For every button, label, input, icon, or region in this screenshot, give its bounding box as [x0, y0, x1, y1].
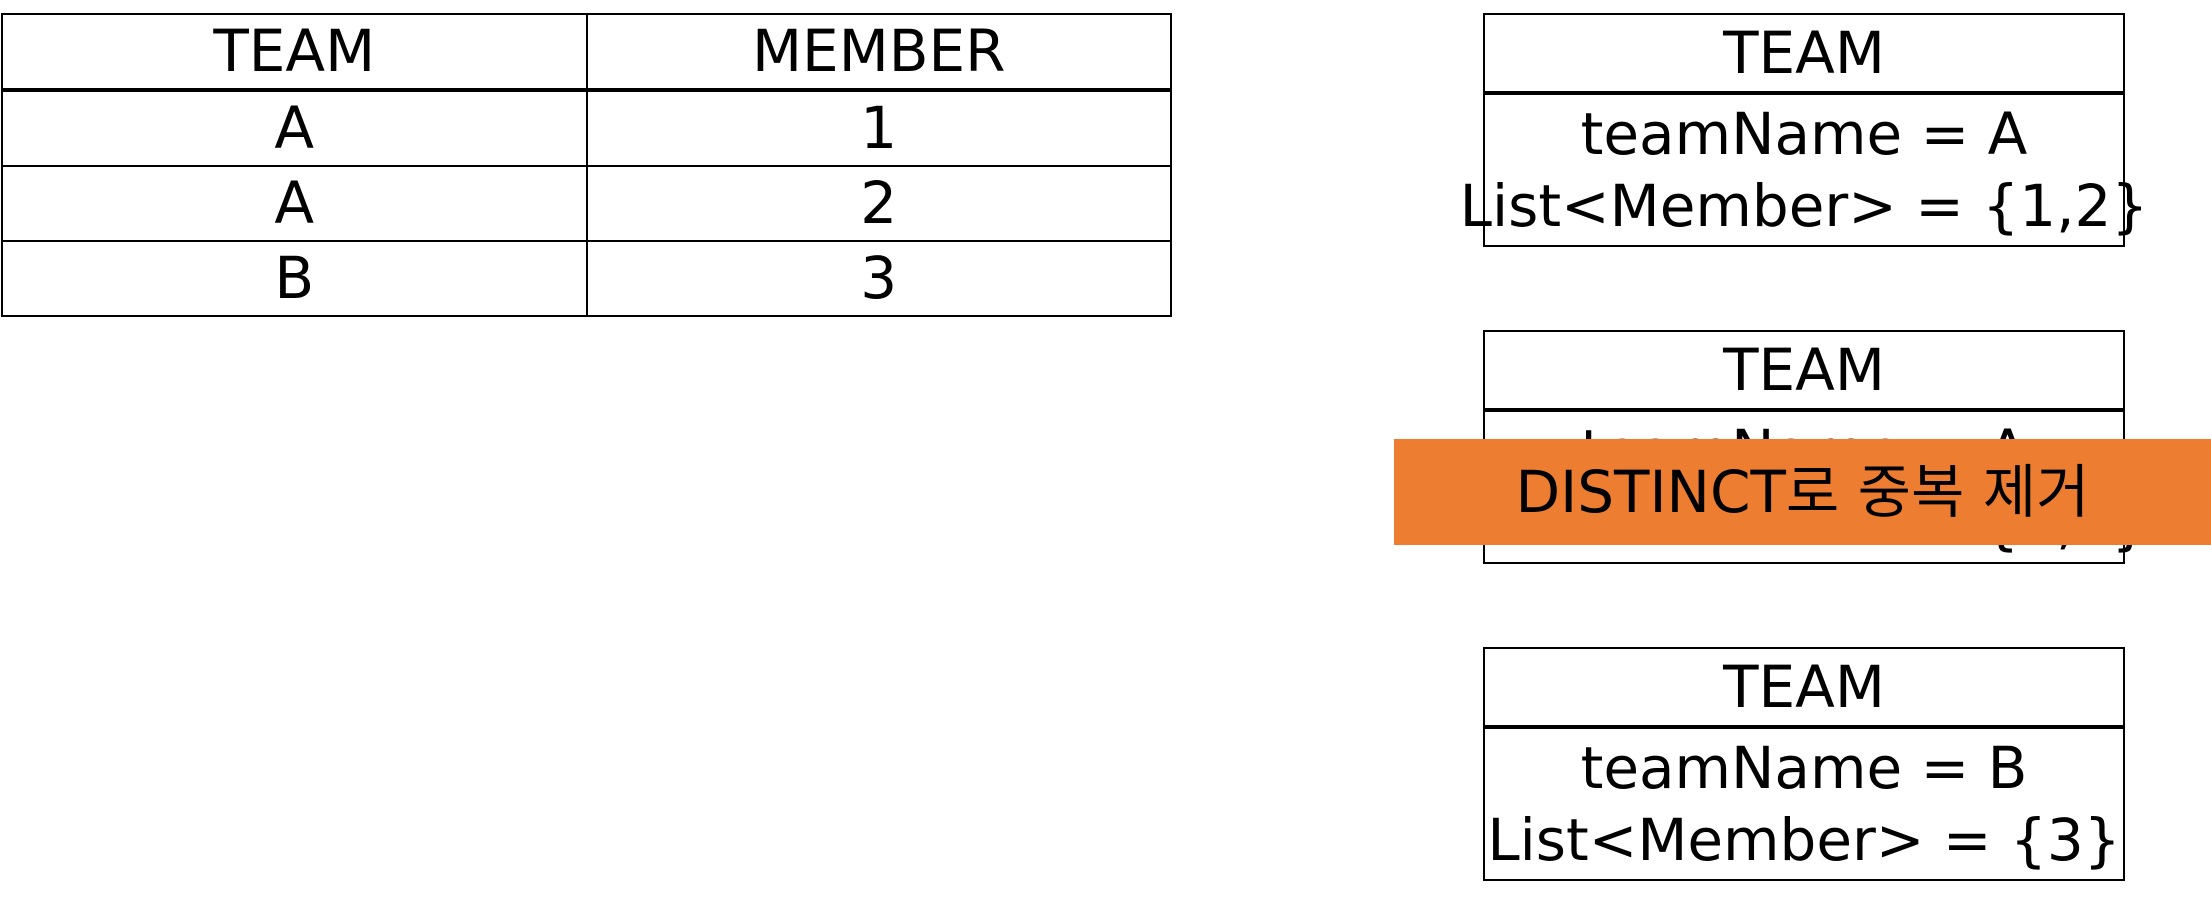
- table-cell-team: B: [1, 240, 588, 317]
- entity-member-list: List<Member> = {1,2}: [1459, 172, 2149, 240]
- table-row: A 1: [1, 89, 1172, 167]
- column-header-team: TEAM: [1, 13, 588, 92]
- table-row: A 2: [1, 165, 1172, 242]
- column-header-member: MEMBER: [585, 13, 1172, 92]
- team-entity-box: TEAM teamName = B List<Member> = {3}: [1483, 647, 2125, 881]
- team-member-table: TEAM MEMBER A 1 A 2 B 3: [1, 13, 1172, 317]
- table-header-row: TEAM MEMBER: [1, 13, 1172, 92]
- entity-header: TEAM: [1485, 649, 2123, 729]
- entity-team-name: teamName = B: [1580, 734, 2028, 802]
- table-cell-member: 1: [585, 89, 1172, 167]
- entity-team-name: teamName = A: [1580, 100, 2028, 168]
- entity-body: teamName = B List<Member> = {3}: [1485, 729, 2123, 879]
- distinct-banner: DISTINCT로 중복 제거: [1394, 439, 2211, 545]
- entity-header: TEAM: [1485, 332, 2123, 412]
- table-cell-member: 3: [585, 240, 1172, 317]
- entity-header: TEAM: [1485, 15, 2123, 95]
- entity-member-list: List<Member> = {3}: [1487, 806, 2121, 874]
- entity-body: teamName = A List<Member> = {1,2}: [1460, 95, 2149, 245]
- table-cell-team: A: [1, 165, 588, 242]
- table-row: B 3: [1, 240, 1172, 317]
- team-entity-box: TEAM teamName = A List<Member> = {1,2}: [1460, 13, 2149, 247]
- table-cell-member: 2: [585, 165, 1172, 242]
- table-cell-team: A: [1, 89, 588, 167]
